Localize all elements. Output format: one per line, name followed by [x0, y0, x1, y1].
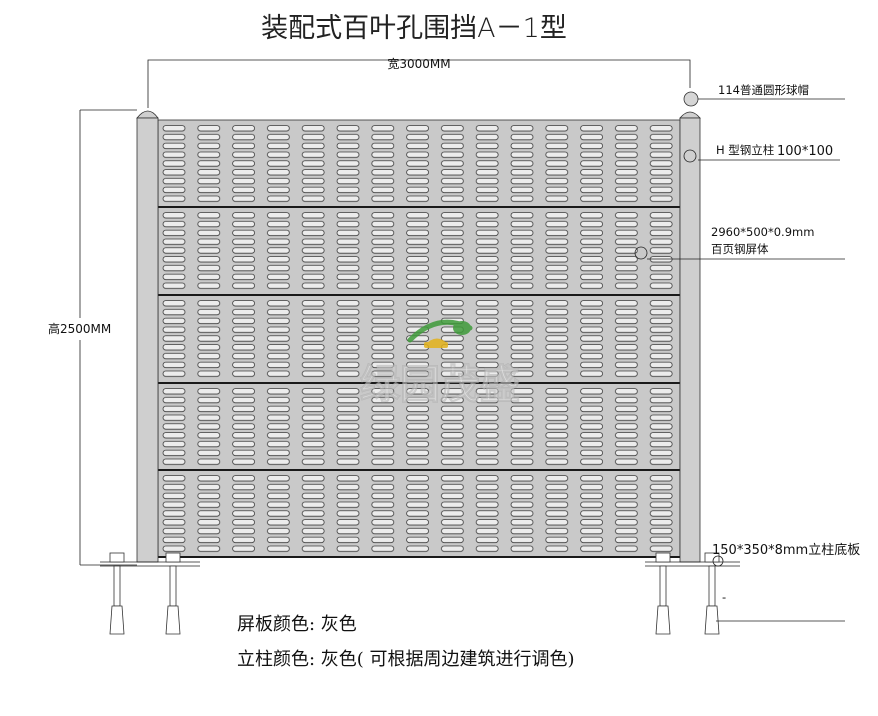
anchor-bolt: [704, 552, 720, 635]
callout-post: H 型钢立柱 100*100: [683, 143, 840, 163]
anchor-label: -: [722, 590, 726, 604]
right-base: [645, 552, 740, 635]
width-label: 宽3000MM: [387, 56, 450, 71]
louver-panel: [157, 119, 681, 208]
louver-panel: [157, 206, 681, 296]
left-post: [136, 110, 159, 563]
louver-panels: [157, 119, 681, 558]
watermark: 绿园茂盛: [360, 319, 521, 409]
anchor-bolt: [165, 552, 181, 635]
post-color-note: 立柱颜色: 灰色( 可根据周边建筑进行调色): [237, 649, 575, 670]
callout-post-cap: 114普通圆形球帽: [698, 83, 845, 100]
base-plate-label: 150*350*8mm立柱底板: [712, 542, 860, 558]
watermark-text: 绿园茂盛: [360, 362, 520, 408]
louver-panel: [157, 294, 681, 384]
height-label: 高2500MM: [48, 321, 111, 336]
left-base: [100, 552, 200, 635]
drawing-title: 装配式百叶孔围挡A－1型: [261, 13, 567, 44]
height-dimension: 高2500MM: [48, 109, 137, 566]
post-cap-label: 114普通圆形球帽: [718, 83, 809, 97]
louver-panel: [157, 382, 681, 471]
anchor-bolt: [109, 552, 125, 635]
ball-cap: [683, 91, 699, 107]
post-type-label: H 型钢立柱: [716, 143, 775, 157]
anchor-bolt: [655, 552, 671, 635]
callout-anchor: -: [716, 590, 845, 622]
width-dimension: 宽3000MM: [147, 56, 691, 108]
post-size-label: 100*100: [777, 144, 833, 159]
right-post: [679, 91, 701, 563]
louver-panel: [157, 469, 681, 558]
panel-name-label: 百页钢屏体: [711, 242, 769, 256]
callout-base-plate: 150*350*8mm立柱底板: [712, 542, 860, 567]
panel-dividers: [158, 206, 680, 558]
callout-panel: 2960*500*0.9mm 百页钢屏体: [634, 225, 845, 260]
panel-color-note: 屏板颜色: 灰色: [237, 614, 357, 635]
panel-size-label: 2960*500*0.9mm: [711, 225, 814, 239]
logo-icon: [407, 319, 473, 348]
